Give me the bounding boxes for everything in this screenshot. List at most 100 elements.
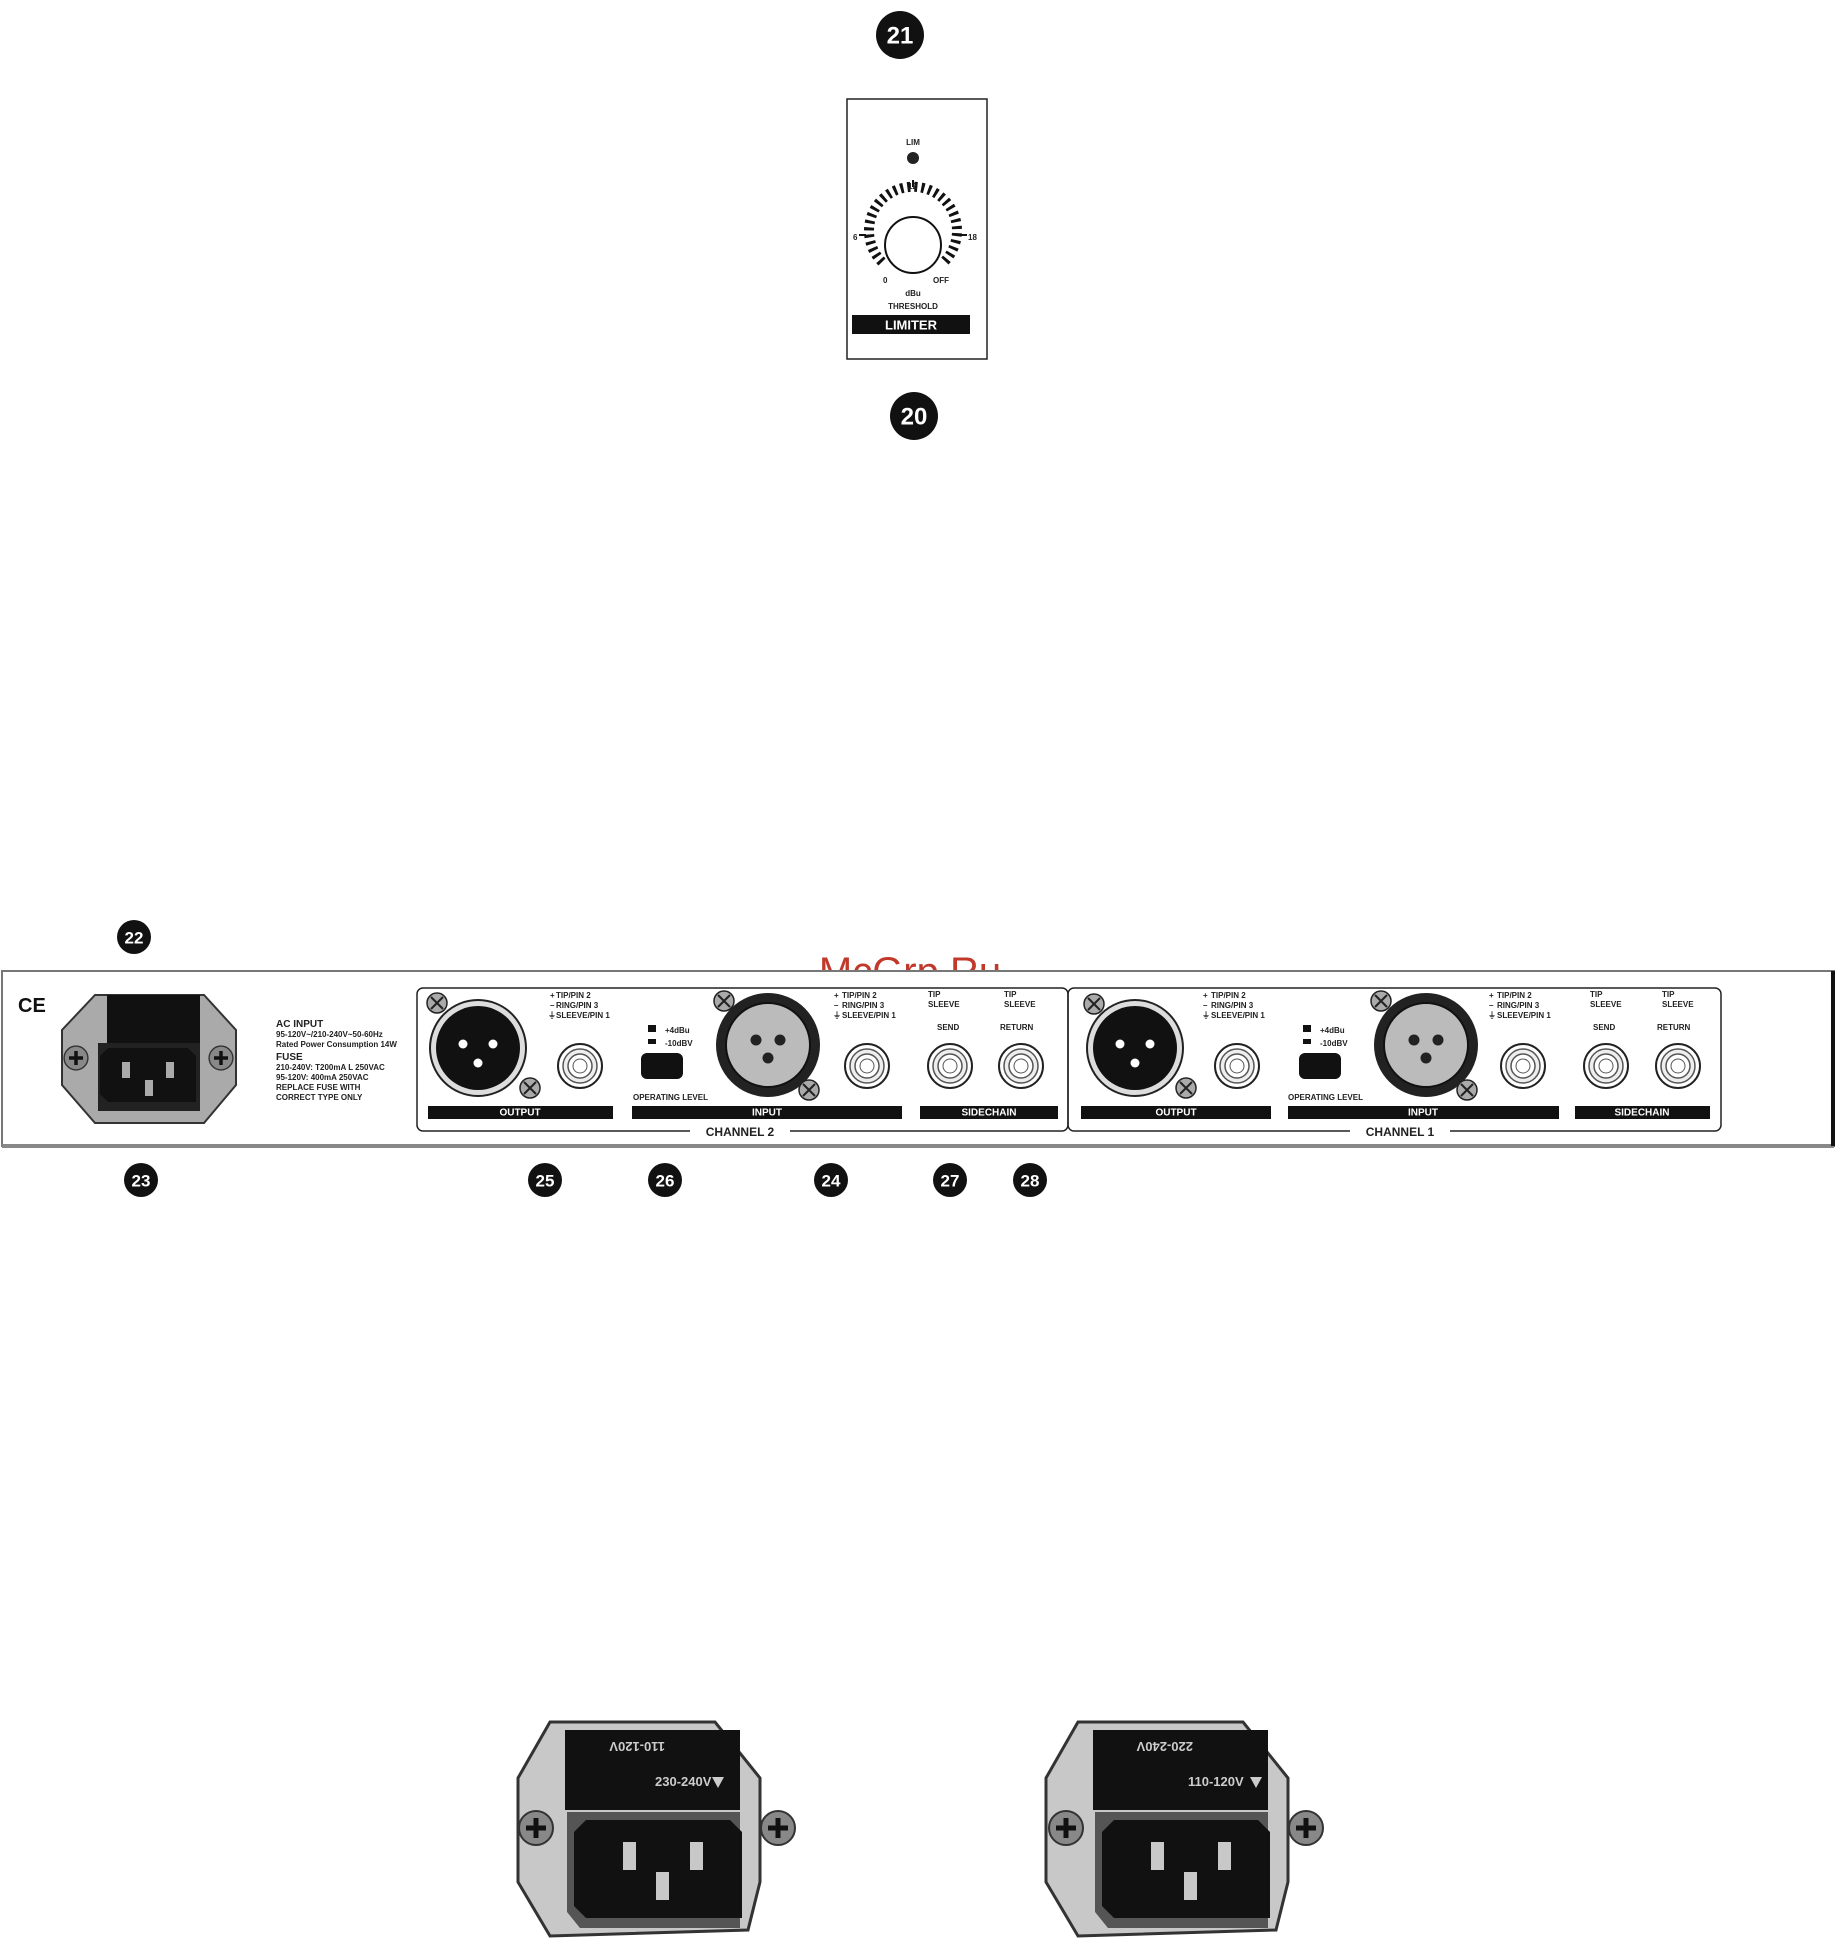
svg-text:⏚: ⏚ <box>833 1011 841 1020</box>
callout-24-text: 24 <box>822 1172 841 1191</box>
level-minus10: -10dBV <box>1320 1039 1348 1048</box>
ch2-input-jack[interactable] <box>844 1043 890 1089</box>
send-tip: TIP <box>928 990 941 999</box>
ac-input-line4: 95-120V: 400mA 250VAC <box>276 1073 369 1082</box>
channel-2-label: CHANNEL 2 <box>706 1125 775 1139</box>
svg-text:⏚: ⏚ <box>1202 1011 1210 1020</box>
ac-input-info: AC INPUT 95-120V~/210-240V~50-60Hz Rated… <box>276 1019 397 1102</box>
ch1-output-bar: OUTPUT <box>1155 1108 1196 1119</box>
return-label: RETURN <box>1657 1023 1691 1032</box>
wiring-sleeve-pin1: SLEEVE/PIN 1 <box>556 1011 610 1020</box>
send-label: SEND <box>1593 1023 1615 1032</box>
ce-mark: CE <box>18 995 46 1017</box>
level-plus4: +4dBu <box>665 1026 690 1035</box>
ch1-operating-level-switch[interactable] <box>1299 1053 1341 1079</box>
svg-text:+: + <box>550 991 555 1000</box>
callout-28-text: 28 <box>1021 1172 1040 1191</box>
voltage-selector-left: 110-120V 230-240V <box>516 1720 796 1938</box>
threshold-knob[interactable] <box>884 216 942 274</box>
ch1-operating-level: +4dBu -10dBV OPERATING LEVEL <box>1288 1025 1363 1102</box>
wiring-sleeve-pin1: SLEEVE/PIN 1 <box>1497 1011 1551 1020</box>
wiring-sleeve-pin1: SLEEVE/PIN 1 <box>842 1011 896 1020</box>
svg-text:+: + <box>1489 991 1494 1000</box>
lim-led <box>907 152 919 164</box>
ch2-operating-level: +4dBu -10dBV OPERATING LEVEL <box>633 1025 708 1102</box>
send-tip: TIP <box>1590 990 1603 999</box>
wiring-ring-pin3: RING/PIN 3 <box>1497 1001 1540 1010</box>
svg-text:–: – <box>834 1001 839 1010</box>
ch1-input-bar: INPUT <box>1408 1108 1438 1119</box>
selector-right-top-voltage: 220-240V <box>1136 1739 1193 1754</box>
ch1-output-jack[interactable] <box>1214 1043 1260 1089</box>
callout-20-text: 20 <box>901 404 928 431</box>
ch1-sidechain-bar: SIDECHAIN <box>1614 1108 1669 1119</box>
operating-level-label: OPERATING LEVEL <box>1288 1093 1363 1102</box>
ch2-sidechain-bar: SIDECHAIN <box>961 1108 1016 1119</box>
return-sleeve: SLEEVE <box>1004 1000 1036 1009</box>
return-sleeve: SLEEVE <box>1662 1000 1694 1009</box>
callout-22: 22 <box>117 920 151 954</box>
ch2-send-jack[interactable] <box>927 1043 973 1089</box>
ch2-operating-level-switch[interactable] <box>641 1053 683 1079</box>
ac-input-line5: REPLACE FUSE WITH <box>276 1083 361 1092</box>
svg-text:–: – <box>550 1001 555 1010</box>
ac-input-line6: CORRECT TYPE ONLY <box>276 1093 363 1102</box>
ch1-input-wiring: + TIP/PIN 2 – RING/PIN 3 ⏚ SLEEVE/PIN 1 <box>1488 991 1551 1020</box>
callout-28: 28 <box>1013 1163 1047 1197</box>
ch2-output-jack[interactable] <box>557 1043 603 1089</box>
ch2-input-bar: INPUT <box>752 1108 782 1119</box>
unit-dbu: dBu <box>905 289 921 298</box>
channel-1-label: CHANNEL 1 <box>1366 1125 1435 1139</box>
ch2-return-jack[interactable] <box>998 1043 1044 1089</box>
callout-26: 26 <box>648 1163 682 1197</box>
ch2-output-bar: OUTPUT <box>499 1108 540 1119</box>
wiring-sleeve-pin1: SLEEVE/PIN 1 <box>1211 1011 1265 1020</box>
callout-20: 20 <box>890 392 938 440</box>
callout-25-text: 25 <box>536 1172 555 1191</box>
svg-text:+: + <box>1203 991 1208 1000</box>
rear-panel: CE AC INPUT 95-120V~/210-240V~50-60Hz Ra… <box>1 970 1835 1148</box>
callout-22-text: 22 <box>125 929 144 948</box>
wiring-tip-pin2: TIP/PIN 2 <box>1211 991 1246 1000</box>
callout-21-text: 21 <box>887 23 914 50</box>
ch1-input-jack[interactable] <box>1500 1043 1546 1089</box>
level-minus10: -10dBV <box>665 1039 693 1048</box>
ac-input-line3: 210-240V: T200mA L 250VAC <box>276 1063 385 1072</box>
voltage-selector-right: 220-240V 110-120V <box>1044 1720 1324 1938</box>
callout-23-text: 23 <box>132 1172 151 1191</box>
send-sleeve: SLEEVE <box>928 1000 960 1009</box>
ac-input-title: AC INPUT <box>276 1019 323 1030</box>
ac-input-line1: 95-120V~/210-240V~50-60Hz <box>276 1030 383 1039</box>
selector-left-bottom-voltage: 230-240V <box>655 1774 712 1789</box>
wiring-tip-pin2: TIP/PIN 2 <box>842 991 877 1000</box>
wiring-tip-pin2: TIP/PIN 2 <box>556 991 591 1000</box>
svg-text:–: – <box>1203 1001 1208 1010</box>
scale-12: 12 <box>908 182 917 191</box>
channel-2-section: CHANNEL 2 + TIP/PIN 2 – RING/PIN 3 ⏚ SLE… <box>416 987 1069 1139</box>
power-inlet[interactable] <box>61 994 237 1124</box>
callout-27-text: 27 <box>941 1172 960 1191</box>
callout-21: 21 <box>876 11 924 59</box>
level-plus4: +4dBu <box>1320 1026 1345 1035</box>
return-tip: TIP <box>1004 990 1017 999</box>
return-label: RETURN <box>1000 1023 1034 1032</box>
ch2-output-wiring: + TIP/PIN 2 – RING/PIN 3 ⏚ SLEEVE/PIN 1 <box>548 991 610 1020</box>
ch1-sidechain: TIP SLEEVE TIP SLEEVE SEND RETURN SIDECH… <box>1575 990 1710 1119</box>
fuse-title: FUSE <box>276 1052 303 1063</box>
svg-text:⏚: ⏚ <box>548 1011 556 1020</box>
ch2-sidechain: TIP SLEEVE TIP SLEEVE SEND RETURN SIDECH… <box>920 990 1058 1119</box>
scale-off: OFF <box>933 276 949 285</box>
wiring-tip-pin2: TIP/PIN 2 <box>1497 991 1532 1000</box>
callout-26-text: 26 <box>656 1172 675 1191</box>
callout-27: 27 <box>933 1163 967 1197</box>
ch1-return-jack[interactable] <box>1655 1043 1701 1089</box>
send-label: SEND <box>937 1023 959 1032</box>
wiring-ring-pin3: RING/PIN 3 <box>556 1001 599 1010</box>
operating-level-label: OPERATING LEVEL <box>633 1093 708 1102</box>
scale-18: 18 <box>968 233 977 242</box>
callout-24: 24 <box>814 1163 848 1197</box>
threshold-label: THRESHOLD <box>888 302 938 311</box>
ch1-send-jack[interactable] <box>1583 1043 1629 1089</box>
limiter-title: LIMITER <box>885 318 938 333</box>
